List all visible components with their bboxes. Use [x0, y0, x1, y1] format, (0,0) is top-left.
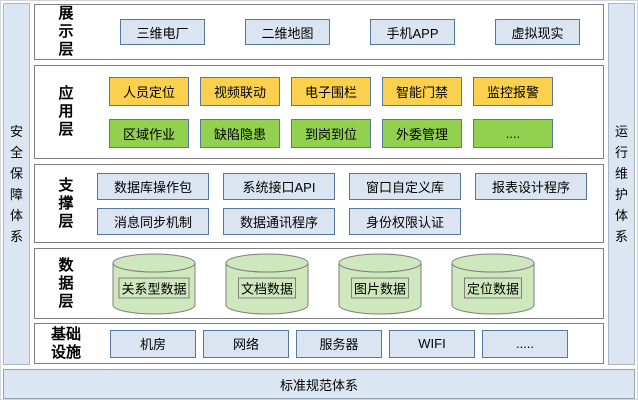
module-row: 人员定位视频联动电子围栏智能门禁监控报警: [97, 76, 603, 106]
layer-panel-presentation: 展示层 三维电厂 二维地图 手机APP 虚拟现实: [34, 4, 604, 60]
module-box: 报表设计程序: [475, 172, 587, 200]
bottom-system-bar: 标准规范体系: [3, 369, 635, 399]
database-cylinder: 文档数据: [225, 253, 309, 315]
module-box: 区域作业: [109, 118, 189, 148]
module-box: WIFI: [389, 329, 475, 358]
layer-panel-support: 支撑层 数据库操作包系统接口API 窗口自定义库报表设计程序消息同步机制数据通讯程…: [34, 164, 604, 243]
module-box: ....: [473, 118, 553, 148]
module-box: 人员定位: [109, 76, 189, 106]
database-cylinder: 定位数据: [451, 253, 535, 315]
module-box: 系统接口API: [223, 172, 335, 200]
module-box: 窗口自定义库: [349, 172, 461, 200]
module-box: 视频联动: [200, 76, 280, 106]
layer-content-data: 关系型数据 文档数据 图片数据 定位数据: [97, 249, 603, 318]
layer-label-application: 应用层: [58, 85, 74, 138]
module-box: 虚拟现实: [495, 19, 580, 45]
layer-label-data: 数据层: [58, 256, 74, 310]
module-row: 区域作业缺陷隐患到岗到位外委管理....: [97, 118, 603, 148]
module-row: 数据库操作包系统接口API 窗口自定义库报表设计程序: [97, 172, 603, 200]
module-box: 数据库操作包: [97, 172, 209, 200]
cylinder-label: 关系型数据: [118, 277, 190, 298]
layer-content-support: 数据库操作包系统接口API 窗口自定义库报表设计程序消息同步机制数据通讯程序身份权…: [97, 165, 603, 242]
module-box: 到岗到位: [291, 118, 371, 148]
module-box: 身份权限认证: [349, 207, 461, 235]
module-box: 网络: [203, 329, 289, 358]
layer-content-application: 人员定位视频联动电子围栏智能门禁监控报警区域作业缺陷隐患到岗到位外委管理....: [97, 66, 603, 158]
module-box: 三维电厂: [120, 19, 205, 45]
left-system-bar-label: 安全保障体系: [9, 124, 23, 244]
module-row: 消息同步机制数据通讯程序身份权限认证: [97, 207, 603, 235]
layer-label-support: 支撑层: [58, 176, 74, 230]
layer-panel-data: 数据层 关系型数据 文档数据 图片数据 定位数据: [34, 248, 604, 319]
module-box: 缺陷隐患: [200, 118, 280, 148]
module-box: 智能门禁: [382, 76, 462, 106]
module-box: 外委管理: [382, 118, 462, 148]
layer-label-infrastructure: 基础设施: [50, 325, 81, 361]
layer-label-presentation: 展示层: [58, 5, 74, 58]
bottom-system-bar-label: 标准规范体系: [279, 377, 358, 393]
module-box: 二维地图: [245, 19, 330, 45]
cylinder-row: 关系型数据 文档数据 图片数据 定位数据: [97, 253, 603, 315]
module-box: .....: [482, 329, 568, 358]
layer-panel-application: 应用层 人员定位视频联动电子围栏智能门禁监控报警区域作业缺陷隐患到岗到位外委管理…: [34, 65, 604, 159]
module-box: 手机APP: [370, 19, 455, 45]
cylinder-label: 文档数据: [237, 277, 297, 298]
right-system-bar: 运行维护体系: [608, 3, 635, 365]
database-cylinder: 图片数据: [338, 253, 422, 315]
layer-content-presentation: 三维电厂 二维地图 手机APP 虚拟现实: [97, 5, 603, 59]
cylinder-label: 定位数据: [463, 277, 523, 298]
left-system-bar: 安全保障体系: [3, 3, 30, 365]
module-row: 三维电厂 二维地图 手机APP 虚拟现实: [97, 19, 603, 45]
cylinder-label: 图片数据: [350, 277, 410, 298]
module-box: 服务器: [296, 329, 382, 358]
module-box: 机房: [110, 329, 196, 358]
database-cylinder: 关系型数据: [112, 253, 196, 315]
module-box: 消息同步机制: [97, 207, 209, 235]
module-box: 监控报警: [473, 76, 553, 106]
module-box: 数据通讯程序: [223, 207, 335, 235]
right-system-bar-label: 运行维护体系: [614, 124, 628, 244]
module-box: 电子围栏: [291, 76, 371, 106]
